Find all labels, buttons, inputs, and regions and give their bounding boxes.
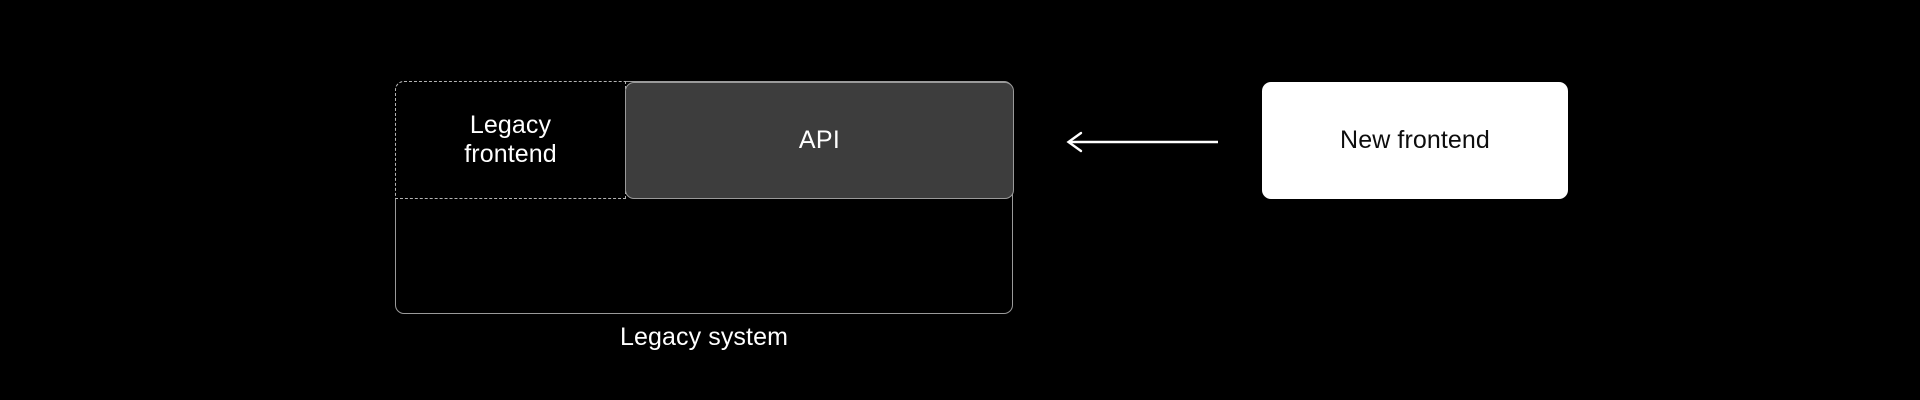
node-legacy-system-label: Legacy system [619, 323, 789, 352]
node-legacy-frontend-label: Legacy frontend [464, 111, 557, 169]
arrow-head-icon [1066, 131, 1083, 153]
node-new-frontend[interactable]: New frontend [1262, 82, 1568, 199]
edge-new-frontend-to-api [1060, 126, 1230, 158]
arrow-line-group [1066, 131, 1218, 153]
node-new-frontend-label: New frontend [1340, 125, 1490, 154]
node-legacy-frontend[interactable]: Legacy frontend [395, 81, 626, 199]
node-api[interactable]: API [625, 82, 1014, 199]
node-api-label: API [798, 125, 841, 154]
node-legacy-frontend-label-line1: Legacy [469, 111, 552, 139]
node-legacy-frontend-label-line2: frontend [464, 140, 557, 168]
